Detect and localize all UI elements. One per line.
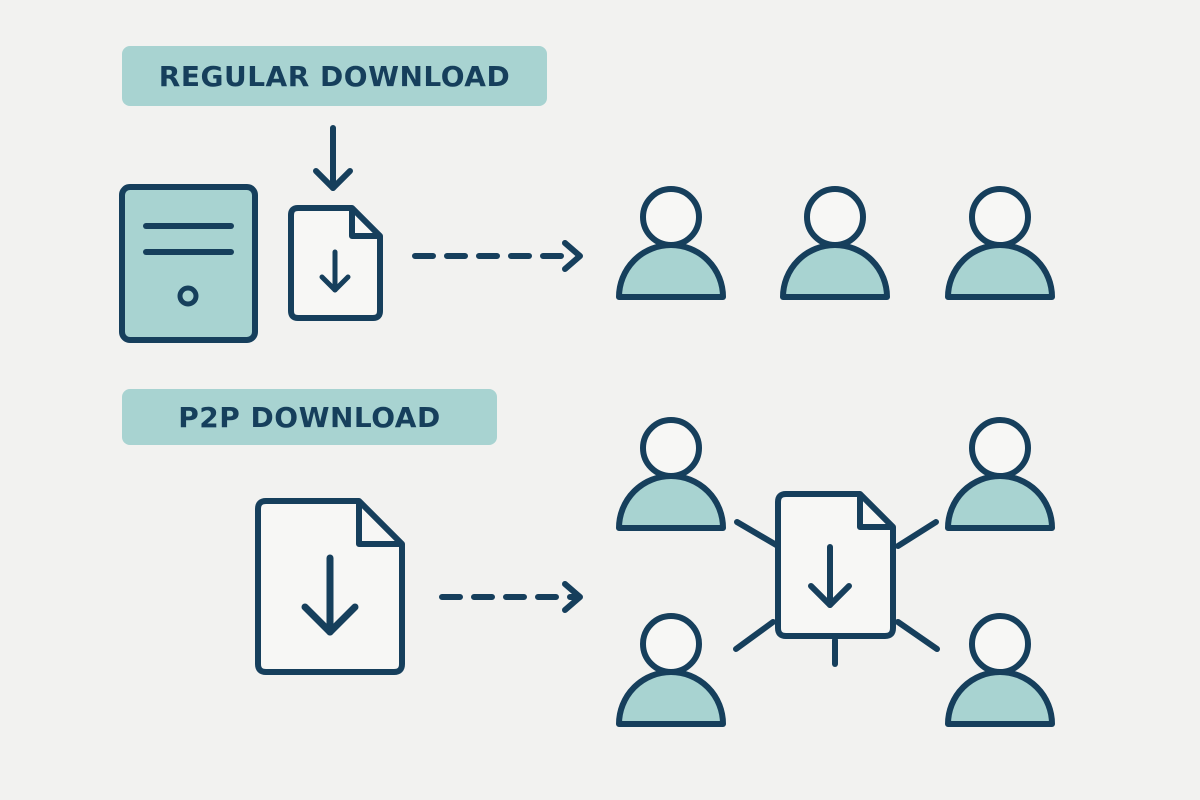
regular-download-label: REGULAR DOWNLOAD [122,46,547,106]
arrow-down-icon [313,125,353,191]
peer-user-icon [948,616,1052,724]
peer-user-icon [948,420,1052,528]
dashed-arrow [412,240,583,272]
shared-file-icon [775,491,896,639]
file-download-icon [255,498,405,675]
user-icon [619,189,723,297]
server-icon [119,184,258,343]
user-icon [948,189,1052,297]
peer-user-icon [619,616,723,724]
peer-user-icon [619,420,723,528]
p2p-download-label: P2P DOWNLOAD [122,389,497,445]
peer-connections [733,519,940,667]
dashed-arrow [439,581,583,613]
file-download-icon [288,205,383,321]
user-icon [783,189,887,297]
